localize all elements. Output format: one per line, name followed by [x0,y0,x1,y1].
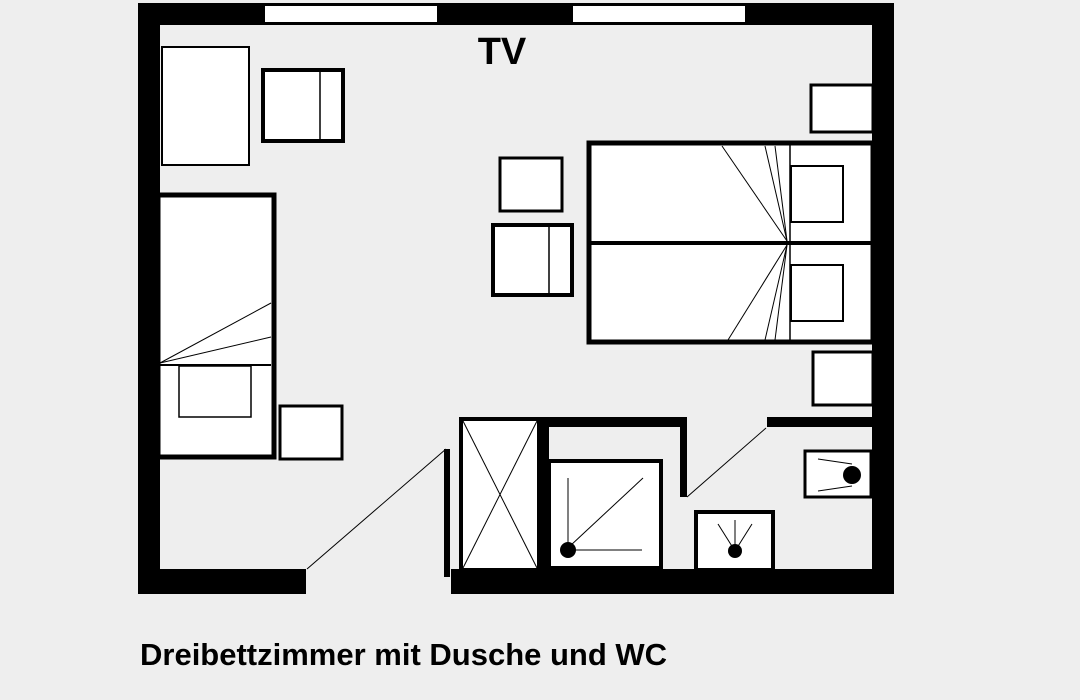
cabinet [161,46,250,166]
armchair-top [261,68,345,143]
washbasin-drain-icon [843,466,861,484]
wall-top [138,3,894,25]
window-right [573,6,745,22]
double-bed [586,140,876,345]
wardrobe [459,417,541,572]
nightstand-bottom-right [811,350,875,407]
wall-bottom-right [451,569,894,594]
washbasin [803,449,873,499]
bath-wall-top-right [767,417,873,427]
plan-caption: Dreibettzimmer mit Dusche und WC [140,637,668,672]
nightstand-top-right [809,83,875,134]
pillow [178,365,252,418]
wall-right [872,3,894,594]
armchair-middle [491,223,574,297]
table [498,156,564,213]
entry-door-leaf [444,449,450,577]
entry-door-swing [306,448,447,570]
tv-label: TV [478,31,527,73]
nightstand-left [278,404,344,461]
wall-bottom-left [138,569,306,594]
bath-wall-partition [680,417,687,497]
wall-left [138,3,160,594]
single-bed [155,192,277,460]
shower [547,459,663,570]
pillow-top [790,165,844,223]
bath-wall-left [537,417,549,570]
toilet [694,510,775,572]
bath-wall-top [537,417,683,427]
pillow-bottom [790,264,844,322]
bathroom-door-swing [686,427,767,498]
bathroom-walls [537,417,873,570]
toilet-icon [728,544,742,558]
shower-drain-icon [560,542,576,558]
window-left [265,6,437,22]
